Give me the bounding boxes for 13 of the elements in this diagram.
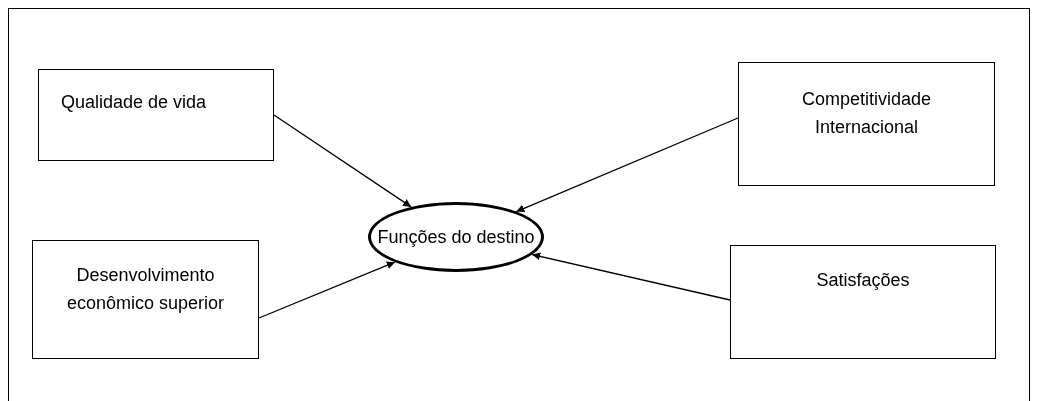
arrow	[273, 114, 412, 208]
node-text: Desenvolvimento econômico superior	[65, 264, 226, 315]
text-box	[38, 69, 274, 161]
node-text: Competitividade Internacional	[800, 88, 933, 139]
text-box	[32, 240, 259, 359]
node-text: Satisfações	[816, 269, 910, 292]
node-text: Funções do destino	[377, 226, 535, 249]
text-box	[730, 245, 996, 359]
arrow	[531, 252, 731, 301]
node-text: Qualidade de vida	[61, 91, 207, 114]
arrow	[515, 117, 739, 213]
arrow	[258, 261, 396, 319]
text-box	[738, 62, 995, 186]
